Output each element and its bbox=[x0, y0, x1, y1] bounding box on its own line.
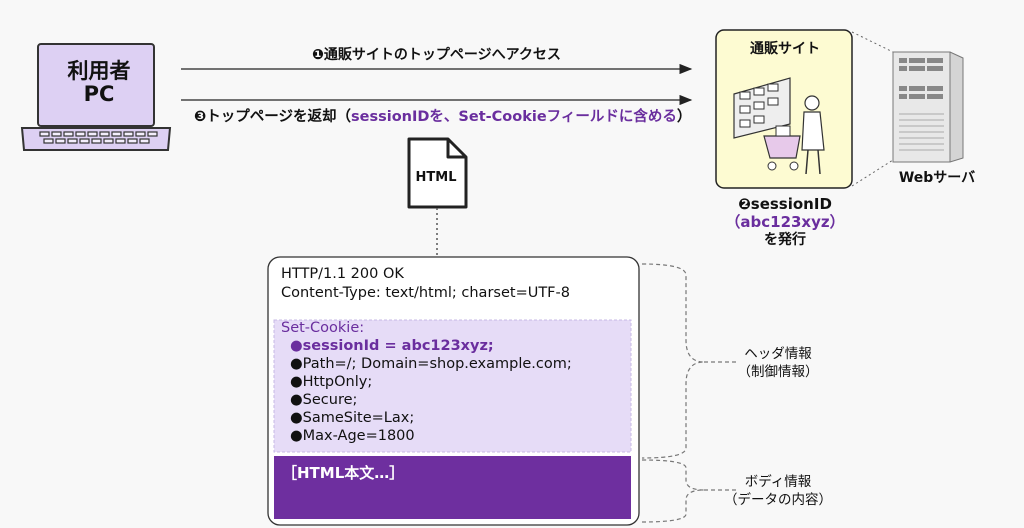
server-icon bbox=[892, 51, 964, 163]
shop-title: 通販サイト bbox=[750, 41, 820, 57]
cookie-attr-session-id: ●sessionId = abc123xyz; bbox=[290, 338, 494, 354]
html-document-icon bbox=[407, 137, 468, 209]
body-brace bbox=[641, 459, 705, 523]
laptop-icon bbox=[20, 43, 172, 151]
step1-label: ❶通販サイトのトップページへアクセス bbox=[312, 47, 561, 63]
body-info-line2: （データの内容） bbox=[724, 492, 832, 508]
cookie-attr-httponly: ●HttpOnly; bbox=[290, 374, 373, 390]
pc-label-line2: PC bbox=[83, 82, 115, 106]
header-brace bbox=[641, 263, 705, 459]
user-pc-label: 利用者 PC bbox=[56, 60, 142, 106]
shop-server-connector-top bbox=[851, 31, 894, 53]
session-issue-note: ❷sessionID （abc123xyz） を発行 bbox=[715, 195, 855, 249]
response-body-text: ［HTML本文…］ bbox=[282, 464, 405, 482]
status-line: HTTP/1.1 200 OK bbox=[281, 266, 404, 282]
step3-highlight: sessionIDを、Set-Cookieフィールドに含める bbox=[351, 109, 677, 125]
header-info-line1: ヘッダ情報 bbox=[744, 346, 812, 362]
online-shop-illustration bbox=[715, 29, 853, 189]
content-type-line: Content-Type: text/html; charset=UTF-8 bbox=[281, 285, 570, 301]
step3-label: ❸トップページを返却（sessionIDを、Set-Cookieフィールドに含め… bbox=[194, 105, 691, 126]
server-label: Webサーバ bbox=[898, 170, 976, 186]
header-info-label: ヘッダ情報 （制御情報） bbox=[723, 345, 833, 381]
response-body-box bbox=[274, 456, 631, 519]
set-cookie-label: Set-Cookie: bbox=[281, 320, 365, 336]
html-document-label: HTML bbox=[415, 170, 457, 185]
header-info-line2: （制御情報） bbox=[737, 364, 819, 380]
body-info-line1: ボディ情報 bbox=[744, 474, 812, 490]
body-info-label: ボディ情報 （データの内容） bbox=[723, 473, 833, 509]
set-cookie-box bbox=[273, 319, 632, 453]
cookie-attr-path-domain: ●Path=/; Domain=shop.example.com; bbox=[290, 356, 572, 372]
cookie-attr-secure: ●Secure; bbox=[290, 392, 358, 408]
step3-suffix: ） bbox=[676, 109, 692, 125]
pc-label-line1: 利用者 bbox=[67, 59, 131, 83]
issue-line3: を発行 bbox=[764, 232, 806, 248]
issue-line2: （abc123xyz） bbox=[725, 213, 845, 231]
step3-prefix: ❸トップページを返却（ bbox=[194, 109, 351, 125]
cookie-attr-samesite: ●SameSite=Lax; bbox=[290, 410, 415, 426]
cookie-attr-max-age: ●Max-Age=1800 bbox=[290, 428, 415, 444]
issue-line1: ❷sessionID bbox=[738, 195, 832, 213]
shop-server-connector-bottom bbox=[851, 159, 894, 187]
